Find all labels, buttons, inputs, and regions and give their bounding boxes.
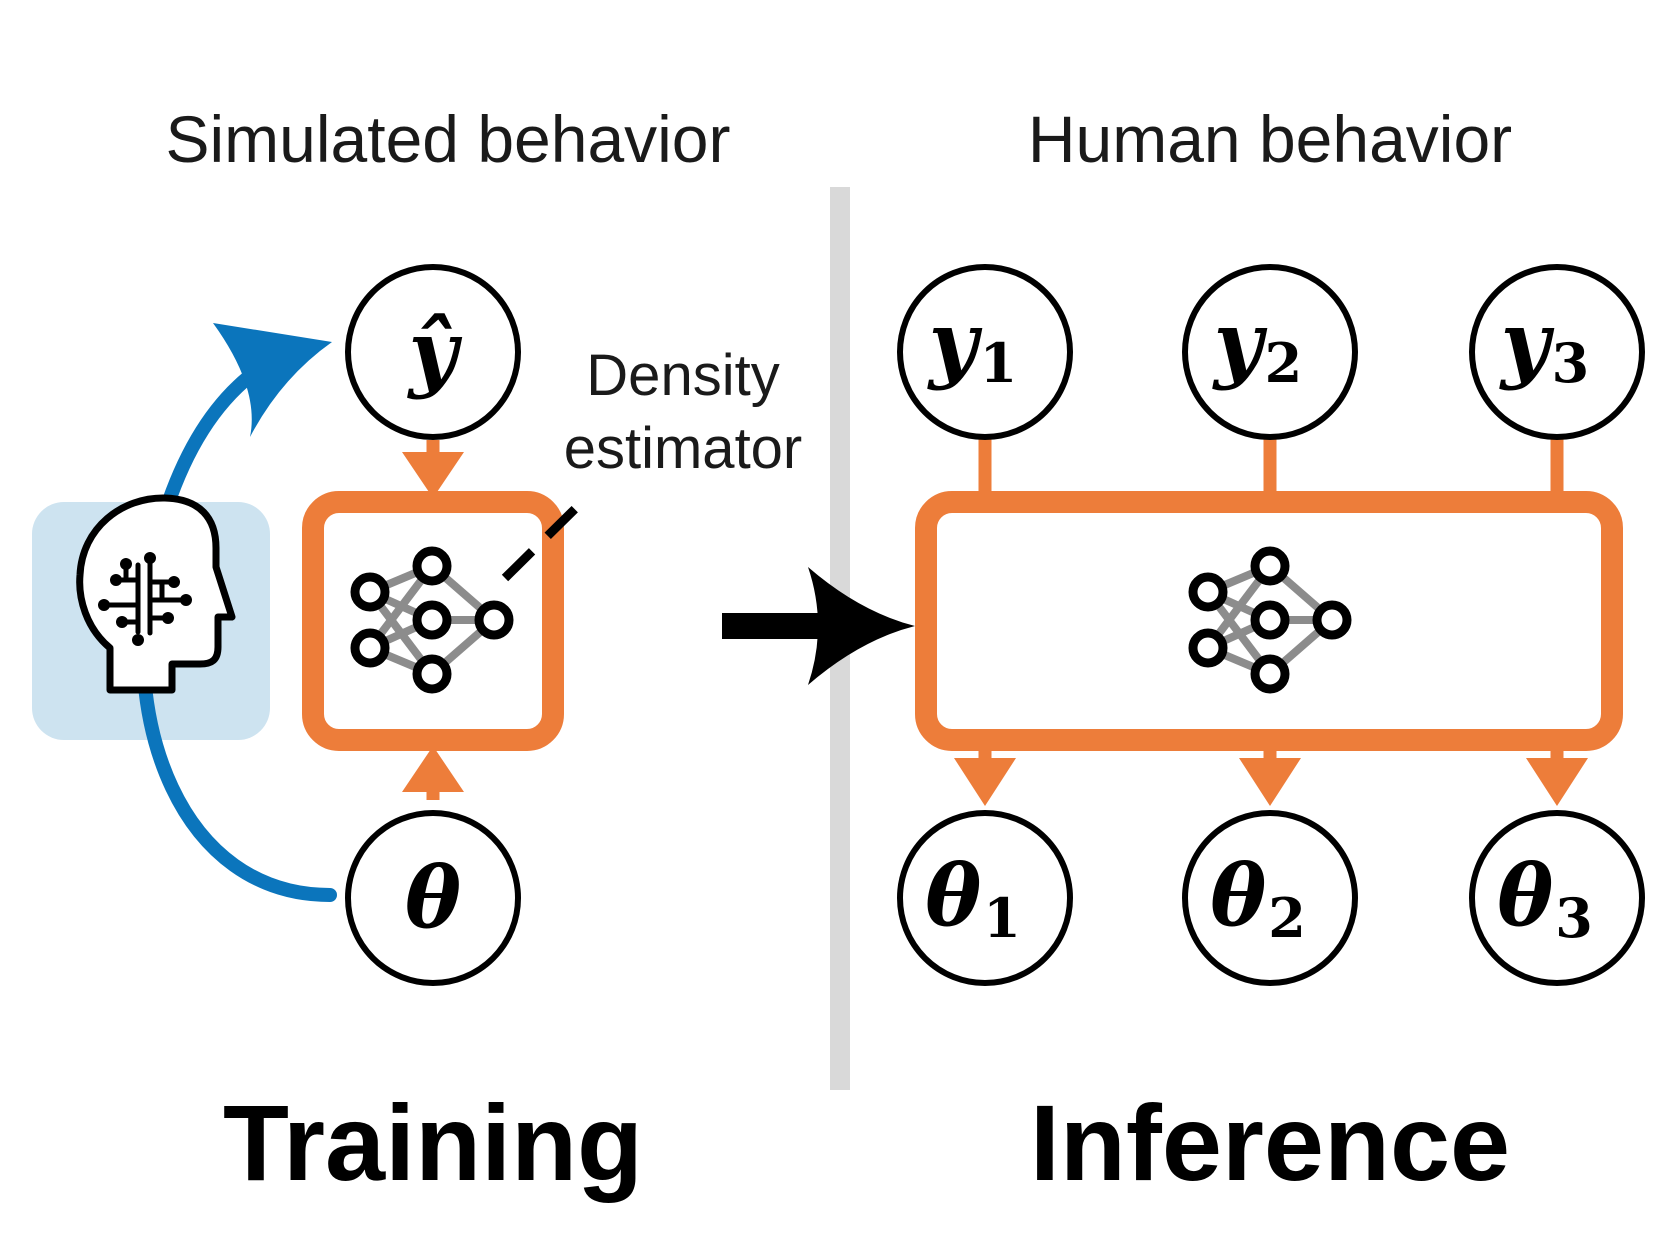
brain-circuit-head-icon [76, 494, 236, 694]
training-arrow-bottom-head [402, 746, 464, 792]
header-simulated-behavior: Simulated behavior [166, 102, 731, 176]
simulation-arrowhead [213, 323, 332, 437]
annotation-estimator: estimator [564, 416, 803, 481]
node-y-hat-label: ŷ [407, 302, 463, 401]
training-arrow-top-head [402, 452, 464, 498]
node-theta3: θ3 [1469, 810, 1645, 986]
node-y3-label: y3 [1499, 293, 1589, 395]
inference-output-head-3 [1526, 758, 1588, 806]
footer-inference: Inference [1030, 1082, 1510, 1203]
right-arrow-icon [722, 567, 915, 685]
node-y-hat: ŷ [345, 264, 521, 440]
node-y2-label: y2 [1212, 293, 1302, 395]
node-theta: θ [345, 810, 521, 986]
node-theta1: θ1 [897, 810, 1073, 986]
annotation-density: Density [586, 343, 779, 408]
node-y3: y3 [1469, 264, 1645, 440]
node-theta3-label: θ3 [1497, 846, 1593, 950]
header-human-behavior: Human behavior [1028, 102, 1512, 176]
node-y2: y2 [1182, 264, 1358, 440]
node-theta2: θ2 [1182, 810, 1358, 986]
density-estimator-pointer [501, 498, 586, 582]
node-y1-label: y1 [927, 293, 1017, 395]
node-y1: y1 [897, 264, 1073, 440]
inference-output-head-1 [954, 758, 1016, 806]
footer-training: Training [223, 1082, 643, 1203]
node-theta-label: θ [405, 848, 461, 947]
node-theta2-label: θ2 [1210, 846, 1306, 950]
node-theta1-label: θ1 [925, 846, 1021, 950]
inference-output-head-2 [1239, 758, 1301, 806]
